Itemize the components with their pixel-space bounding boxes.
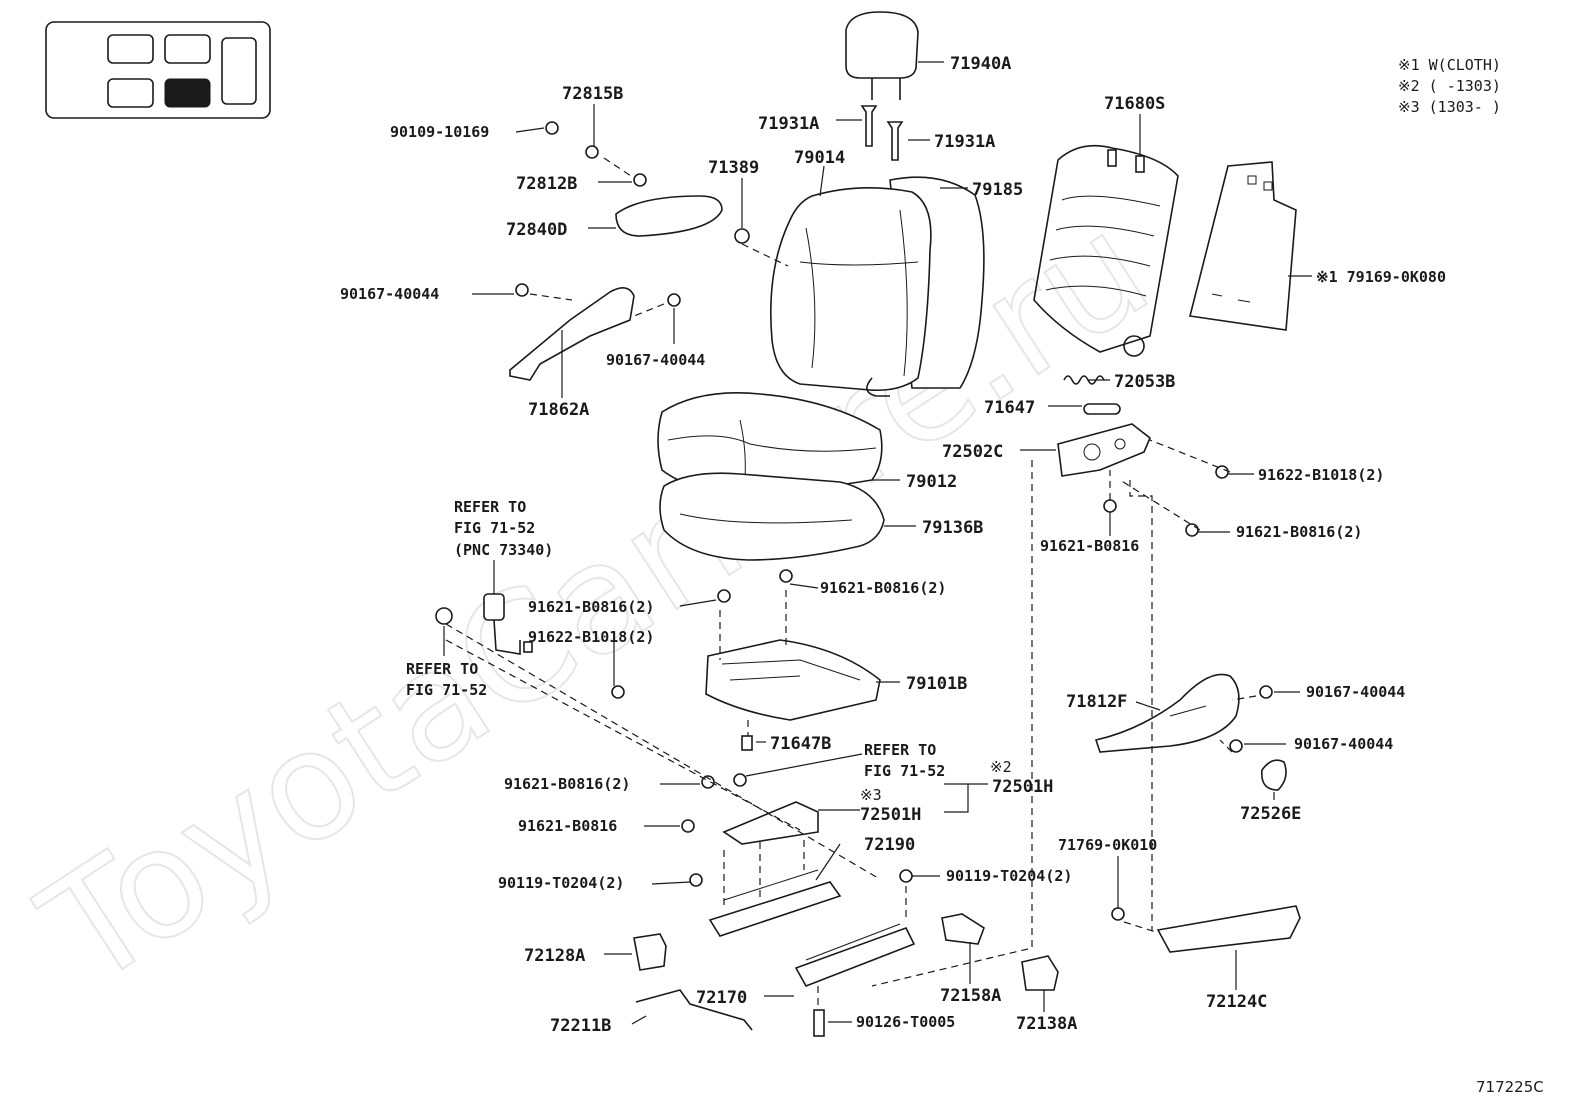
label-91622-B1018-right: 91622-B1018(2) xyxy=(1258,466,1384,484)
label-72840D: 72840D xyxy=(506,220,567,240)
ref-mid-line2: FIG 71-52 xyxy=(864,762,945,780)
note-2: ※2 ( -1303) xyxy=(1398,77,1501,95)
pipe-drawing xyxy=(1083,403,1121,415)
label-72158A: 72158A xyxy=(940,986,1001,1006)
label-note-2-72501H: ※2 xyxy=(990,758,1012,776)
figure-code: 717225C xyxy=(1476,1078,1544,1096)
label-79169-0K080: ※1 79169-0K080 xyxy=(1316,268,1446,286)
label-79185: 79185 xyxy=(972,180,1023,200)
legend-selected-cell xyxy=(164,78,211,108)
note-3: ※3 (1303- ) xyxy=(1398,98,1501,116)
seat-back-frame-drawing xyxy=(1033,144,1179,357)
ref-top-line2: FIG 71-52 xyxy=(454,519,535,537)
label-71647B: 71647B xyxy=(770,734,831,754)
label-79012: 79012 xyxy=(906,472,957,492)
seat-back-board-drawing xyxy=(1189,161,1297,331)
label-72128A: 72128A xyxy=(524,946,585,966)
label-72138A: 72138A xyxy=(1016,1014,1077,1034)
hinge-cover-drawing xyxy=(615,195,723,237)
cover-72128A-drawing xyxy=(633,933,667,971)
note-1: ※1 W(CLOTH) xyxy=(1398,56,1501,74)
label-71931A-left: 71931A xyxy=(758,114,819,134)
side-shield-drawing xyxy=(1156,905,1301,953)
bolt-glyphs xyxy=(515,121,1273,1037)
label-72501H-main: 72501H xyxy=(992,777,1053,797)
label-72502C: 72502C xyxy=(942,442,1003,462)
ref-left-line2: FIG 71-52 xyxy=(406,681,487,699)
label-71812F: 71812F xyxy=(1066,692,1127,712)
cushion-pad-drawing xyxy=(659,472,885,561)
label-72124C: 72124C xyxy=(1206,992,1267,1012)
recliner-knob-drawing xyxy=(1261,759,1287,791)
cover-72138A-drawing xyxy=(1021,955,1059,991)
label-72190: 72190 xyxy=(864,835,915,855)
seat-track-drawing xyxy=(708,801,916,987)
seat-position-legend xyxy=(45,21,271,119)
label-91621-B0816-center2: 91621-B0816(2) xyxy=(528,598,654,616)
headrest-guide-drawings xyxy=(860,105,904,161)
label-90167-40044-d: 90167-40044 xyxy=(1294,735,1393,753)
label-90167-40044-c: 90167-40044 xyxy=(1306,683,1405,701)
reference-notes: REFER TO FIG 71-52 (PNC 73340) REFER TO … xyxy=(406,498,945,780)
spring-drawing xyxy=(1063,375,1105,385)
anchor-bolt-drawing xyxy=(435,607,453,625)
label-91621-B0816-center1: 91621-B0816(2) xyxy=(820,579,946,597)
label-71769-0K010: 71769-0K010 xyxy=(1058,836,1157,854)
label-91621-B0816-right2: 91621-B0816(2) xyxy=(1236,523,1362,541)
label-72526E: 72526E xyxy=(1240,804,1301,824)
label-91621-B0816-left1: 91621-B0816(2) xyxy=(504,775,630,793)
label-note-3-72501H: ※3 xyxy=(860,786,882,804)
label-90109-10169: 90109-10169 xyxy=(390,123,489,141)
part-labels: 71940A 71931A 71931A 72815B 90109-10169 … xyxy=(340,54,1446,1036)
label-72053B: 72053B xyxy=(1114,372,1175,392)
reclining-cover-drawing xyxy=(1094,673,1240,753)
ref-mid-line1: REFER TO xyxy=(864,741,936,759)
ref-left-line1: REFER TO xyxy=(406,660,478,678)
recliner-upper-drawing xyxy=(1057,423,1151,477)
label-72170: 72170 xyxy=(696,988,747,1008)
leader-lines xyxy=(443,61,1312,1025)
label-90119-T0204-left: 90119-T0204(2) xyxy=(498,874,624,892)
label-90167-40044-a: 90167-40044 xyxy=(340,285,439,303)
ref-top-line3: (PNC 73340) xyxy=(454,541,553,559)
cushion-frame-drawing xyxy=(705,639,881,721)
label-72211B: 72211B xyxy=(550,1016,611,1036)
ref-top-line1: REFER TO xyxy=(454,498,526,516)
label-79014: 79014 xyxy=(794,148,845,168)
label-91621-B0816-left2: 91621-B0816 xyxy=(518,817,617,835)
label-71940A: 71940A xyxy=(950,54,1011,74)
label-90119-T0204-right: 90119-T0204(2) xyxy=(946,867,1072,885)
side-cover-lower-drawing xyxy=(509,287,635,381)
assembly-guides xyxy=(445,140,1257,1010)
label-79136B: 79136B xyxy=(922,518,983,538)
label-71647: 71647 xyxy=(984,398,1035,418)
label-90167-40044-b: 90167-40044 xyxy=(606,351,705,369)
label-71931A-right: 71931A xyxy=(934,132,995,152)
label-72812B: 72812B xyxy=(516,174,577,194)
label-79101B: 79101B xyxy=(906,674,967,694)
seat-back-drawing xyxy=(770,176,985,397)
label-71389: 71389 xyxy=(708,158,759,178)
wire-72211B-drawing xyxy=(635,989,753,1031)
label-71680S: 71680S xyxy=(1104,94,1165,114)
label-90126-T0005: 90126-T0005 xyxy=(856,1013,955,1031)
label-91621-B0816-right1: 91621-B0816 xyxy=(1040,537,1139,555)
label-71862A: 71862A xyxy=(528,400,589,420)
cover-72158A-drawing xyxy=(941,913,985,945)
headrest-drawing xyxy=(845,11,919,100)
label-91622-B1018-center: 91622-B1018(2) xyxy=(528,628,654,646)
label-72501H-sub: 72501H xyxy=(860,805,921,825)
label-72815B: 72815B xyxy=(562,84,623,104)
